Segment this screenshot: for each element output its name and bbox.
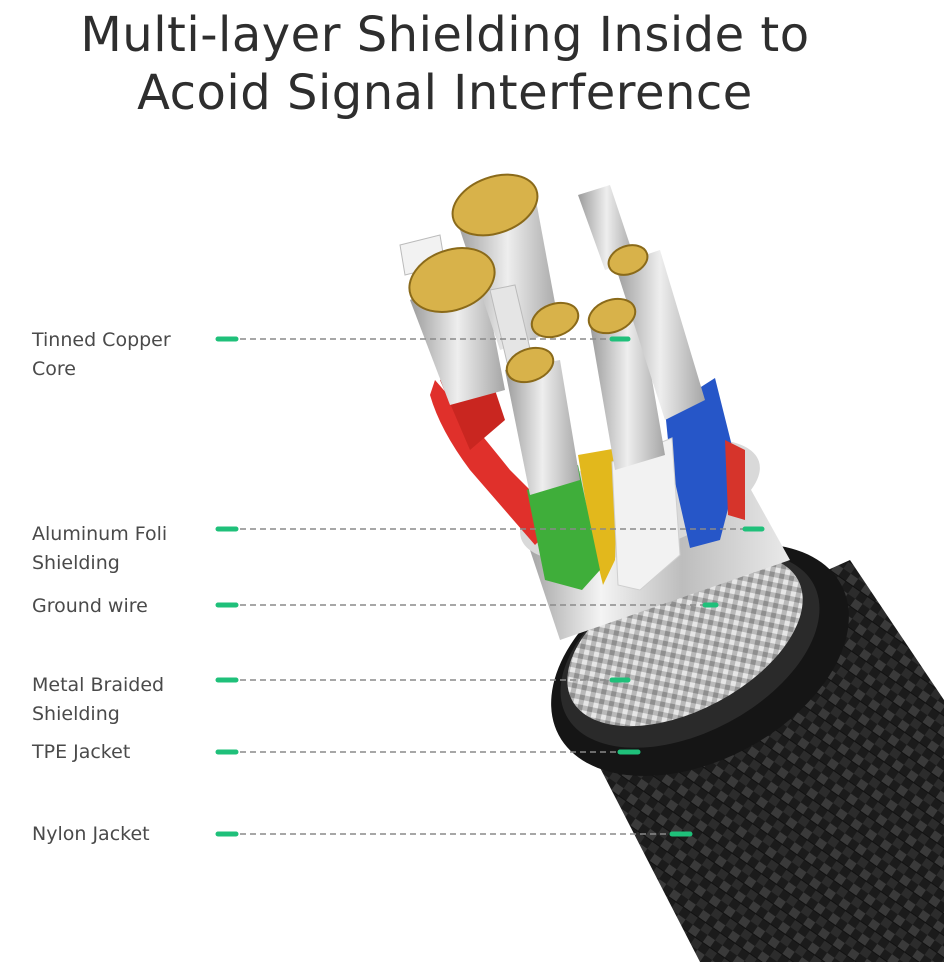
label-tpe-jacket: TPE Jacket xyxy=(32,738,130,767)
label-ground-wire: Ground wire xyxy=(32,592,148,621)
title-line-2: Acoid Signal Interference xyxy=(137,65,753,121)
label-line: Tinned Copper xyxy=(32,329,171,351)
leader-lines xyxy=(215,336,765,837)
label-nylon-jacket: Nylon Jacket xyxy=(32,820,150,849)
copper-cores xyxy=(408,173,649,384)
label-line: Ground wire xyxy=(32,595,148,617)
label-line: Shielding xyxy=(32,552,120,574)
label-line: Core xyxy=(32,358,76,380)
page-title: Multi-layer Shielding Inside to Acoid Si… xyxy=(0,6,890,122)
label-line: Metal Braided xyxy=(32,674,165,696)
label-line: Aluminum Foli xyxy=(32,523,168,545)
label-line: TPE Jacket xyxy=(32,741,131,763)
label-line: Nylon Jacket xyxy=(32,823,150,845)
label-text: Ground wire xyxy=(32,592,148,621)
label-line: Shielding xyxy=(32,703,120,725)
title-line-1: Multi-layer Shielding Inside to xyxy=(80,7,810,63)
label-text: TPE Jacket xyxy=(32,738,130,767)
wire-strands xyxy=(399,185,705,495)
label-text: Nylon Jacket xyxy=(32,820,150,849)
